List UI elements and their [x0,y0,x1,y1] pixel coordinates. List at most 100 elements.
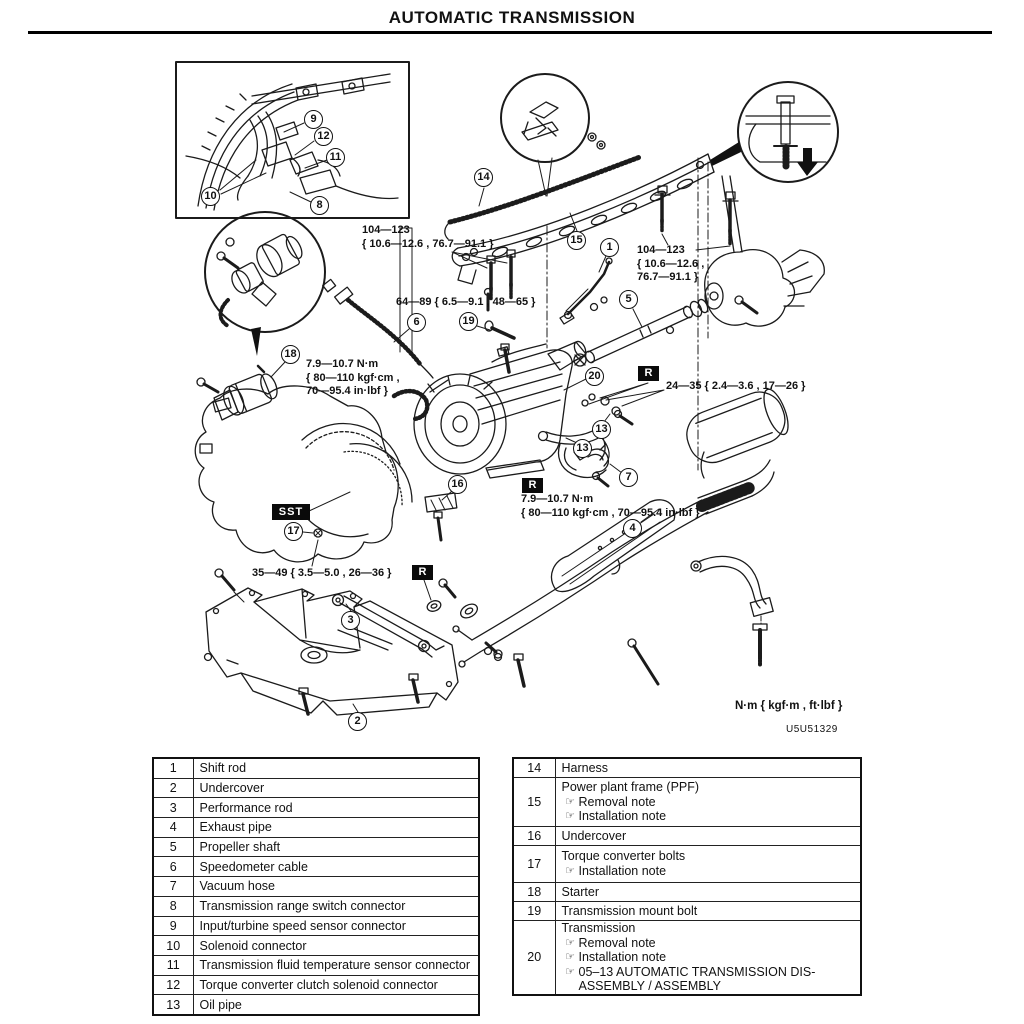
callout-11: 11 [326,148,345,167]
starter-sketch [196,361,286,421]
note-text: Installation note [578,950,667,964]
row-label: Transmission mount bolt [554,900,862,921]
row-number: 19 [512,900,556,921]
row-label: Oil pipe [192,994,480,1016]
row-number: 12 [152,974,194,996]
row-number: 3 [152,797,194,819]
torque-label-mount-upper: 64—89 { 6.5—9.1 , 48—65 } [396,296,536,308]
row-number: 5 [152,836,194,858]
callout-3: 3 [341,611,360,630]
table-row: 16 Undercover [512,825,862,846]
callout-16: 16 [448,475,467,494]
table-row: 15 Power plant frame (PPF) ☞Removal note… [512,776,862,827]
row-label: Input/turbine speed sensor connector [192,915,480,937]
pointing-hand-icon: ☞ [565,864,575,877]
units-note: N·m { kgf·m , ft·lbf } [735,700,843,712]
callout-17: 17 [284,522,303,541]
callout-7: 7 [619,468,638,487]
row-label: Exhaust pipe [192,817,480,838]
mount-bracket-sketch [690,555,774,668]
row-number: 18 [512,881,556,902]
table-row: 18 Starter [512,881,862,902]
row-label: Power plant frame (PPF) [561,779,700,794]
callout-1: 1 [600,238,619,257]
row-number: 14 [512,757,556,778]
row-number: 10 [152,935,194,956]
table-row: 14 Harness [512,757,862,778]
callout-14: 14 [474,168,493,187]
figure-code: U5U51329 [786,724,838,735]
page-title: AUTOMATIC TRANSMISSION [388,8,636,27]
torque-label-starter-area: 7.9—10.7 N·m { 80—110 kgf·cm , 70—95.4 i… [306,358,400,397]
row-label: Solenoid connector [192,935,480,956]
row-number: 2 [152,777,194,799]
pointing-hand-icon: ☞ [565,965,575,978]
flag-r-gasket: R [412,565,433,580]
row-label: Undercover [554,825,862,846]
row-label: Propeller shaft [192,836,480,858]
row-label: Transmission [561,920,636,935]
note-text: Installation note [578,809,667,823]
row-number: 20 [512,919,556,995]
callout-5: 5 [619,290,638,309]
row-label: Speedometer cable [192,856,480,878]
note-text: Installation note [578,863,667,878]
pointing-hand-icon: ☞ [565,810,575,822]
row-label: Undercover [192,777,480,799]
flag-r-exhaust: R [638,366,659,381]
torque-label-oil-pipe: 7.9—10.7 N·m { 80—110 kgf·cm , 70—95.4 i… [521,493,700,519]
flag-r-oil-pipe: R [522,478,543,493]
title-rule [28,31,992,34]
callout-2: 2 [348,712,367,731]
note-line: ☞05–13 AUTOMATIC TRANSMISSION DIS-ASSEMB… [562,965,855,994]
row-label: Starter [554,881,862,902]
row-label: Shift rod [192,757,480,779]
differential-sketch [704,175,825,327]
row-label: Harness [554,757,862,778]
row-label: Vacuum hose [192,876,480,897]
callout-9: 9 [304,110,323,129]
callout-18: 18 [281,345,300,364]
row-number: 13 [152,994,194,1016]
note-line: ☞Installation note [562,864,855,879]
row-number: 11 [152,954,194,976]
pointing-hand-icon: ☞ [565,795,575,808]
shift-rod-sketch [559,255,613,325]
table-row: 19 Transmission mount bolt [512,900,862,921]
torque-label-ppf-right: 104—123 { 10.6—12.6 , 76.7—91.1 } [637,244,705,283]
harness-clip-inset-sketch [500,73,606,197]
note-line: ☞Removal note [562,795,855,810]
undercover-sketch [203,568,459,716]
flag-sst: SST [272,504,310,520]
row-number: 1 [152,757,194,779]
ppf-bolt-inset-sketch [710,81,839,183]
pointing-hand-icon: ☞ [565,936,575,949]
row-number: 8 [152,895,194,917]
engine-sketch [194,385,413,567]
table-row: 20 Transmission ☞Removal note ☞Installat… [512,919,862,995]
row-label: Transmission range switch connector [192,895,480,917]
note-line: ☞Removal note [562,936,855,951]
row-number: 15 [512,776,556,827]
callout-20: 20 [585,367,604,386]
note-text: Removal note [578,935,656,950]
callout-8: 8 [310,196,329,215]
torque-label-torque-converter: 35—49 { 3.5—5.0 , 26—36 } [252,567,392,579]
row-number: 7 [152,876,194,897]
callout-13b: 13 [573,439,592,458]
pointing-hand-icon: ☞ [565,951,575,963]
table-row: 17 Torque converter bolts ☞Installation … [512,844,862,883]
callout-6: 6 [407,313,426,332]
